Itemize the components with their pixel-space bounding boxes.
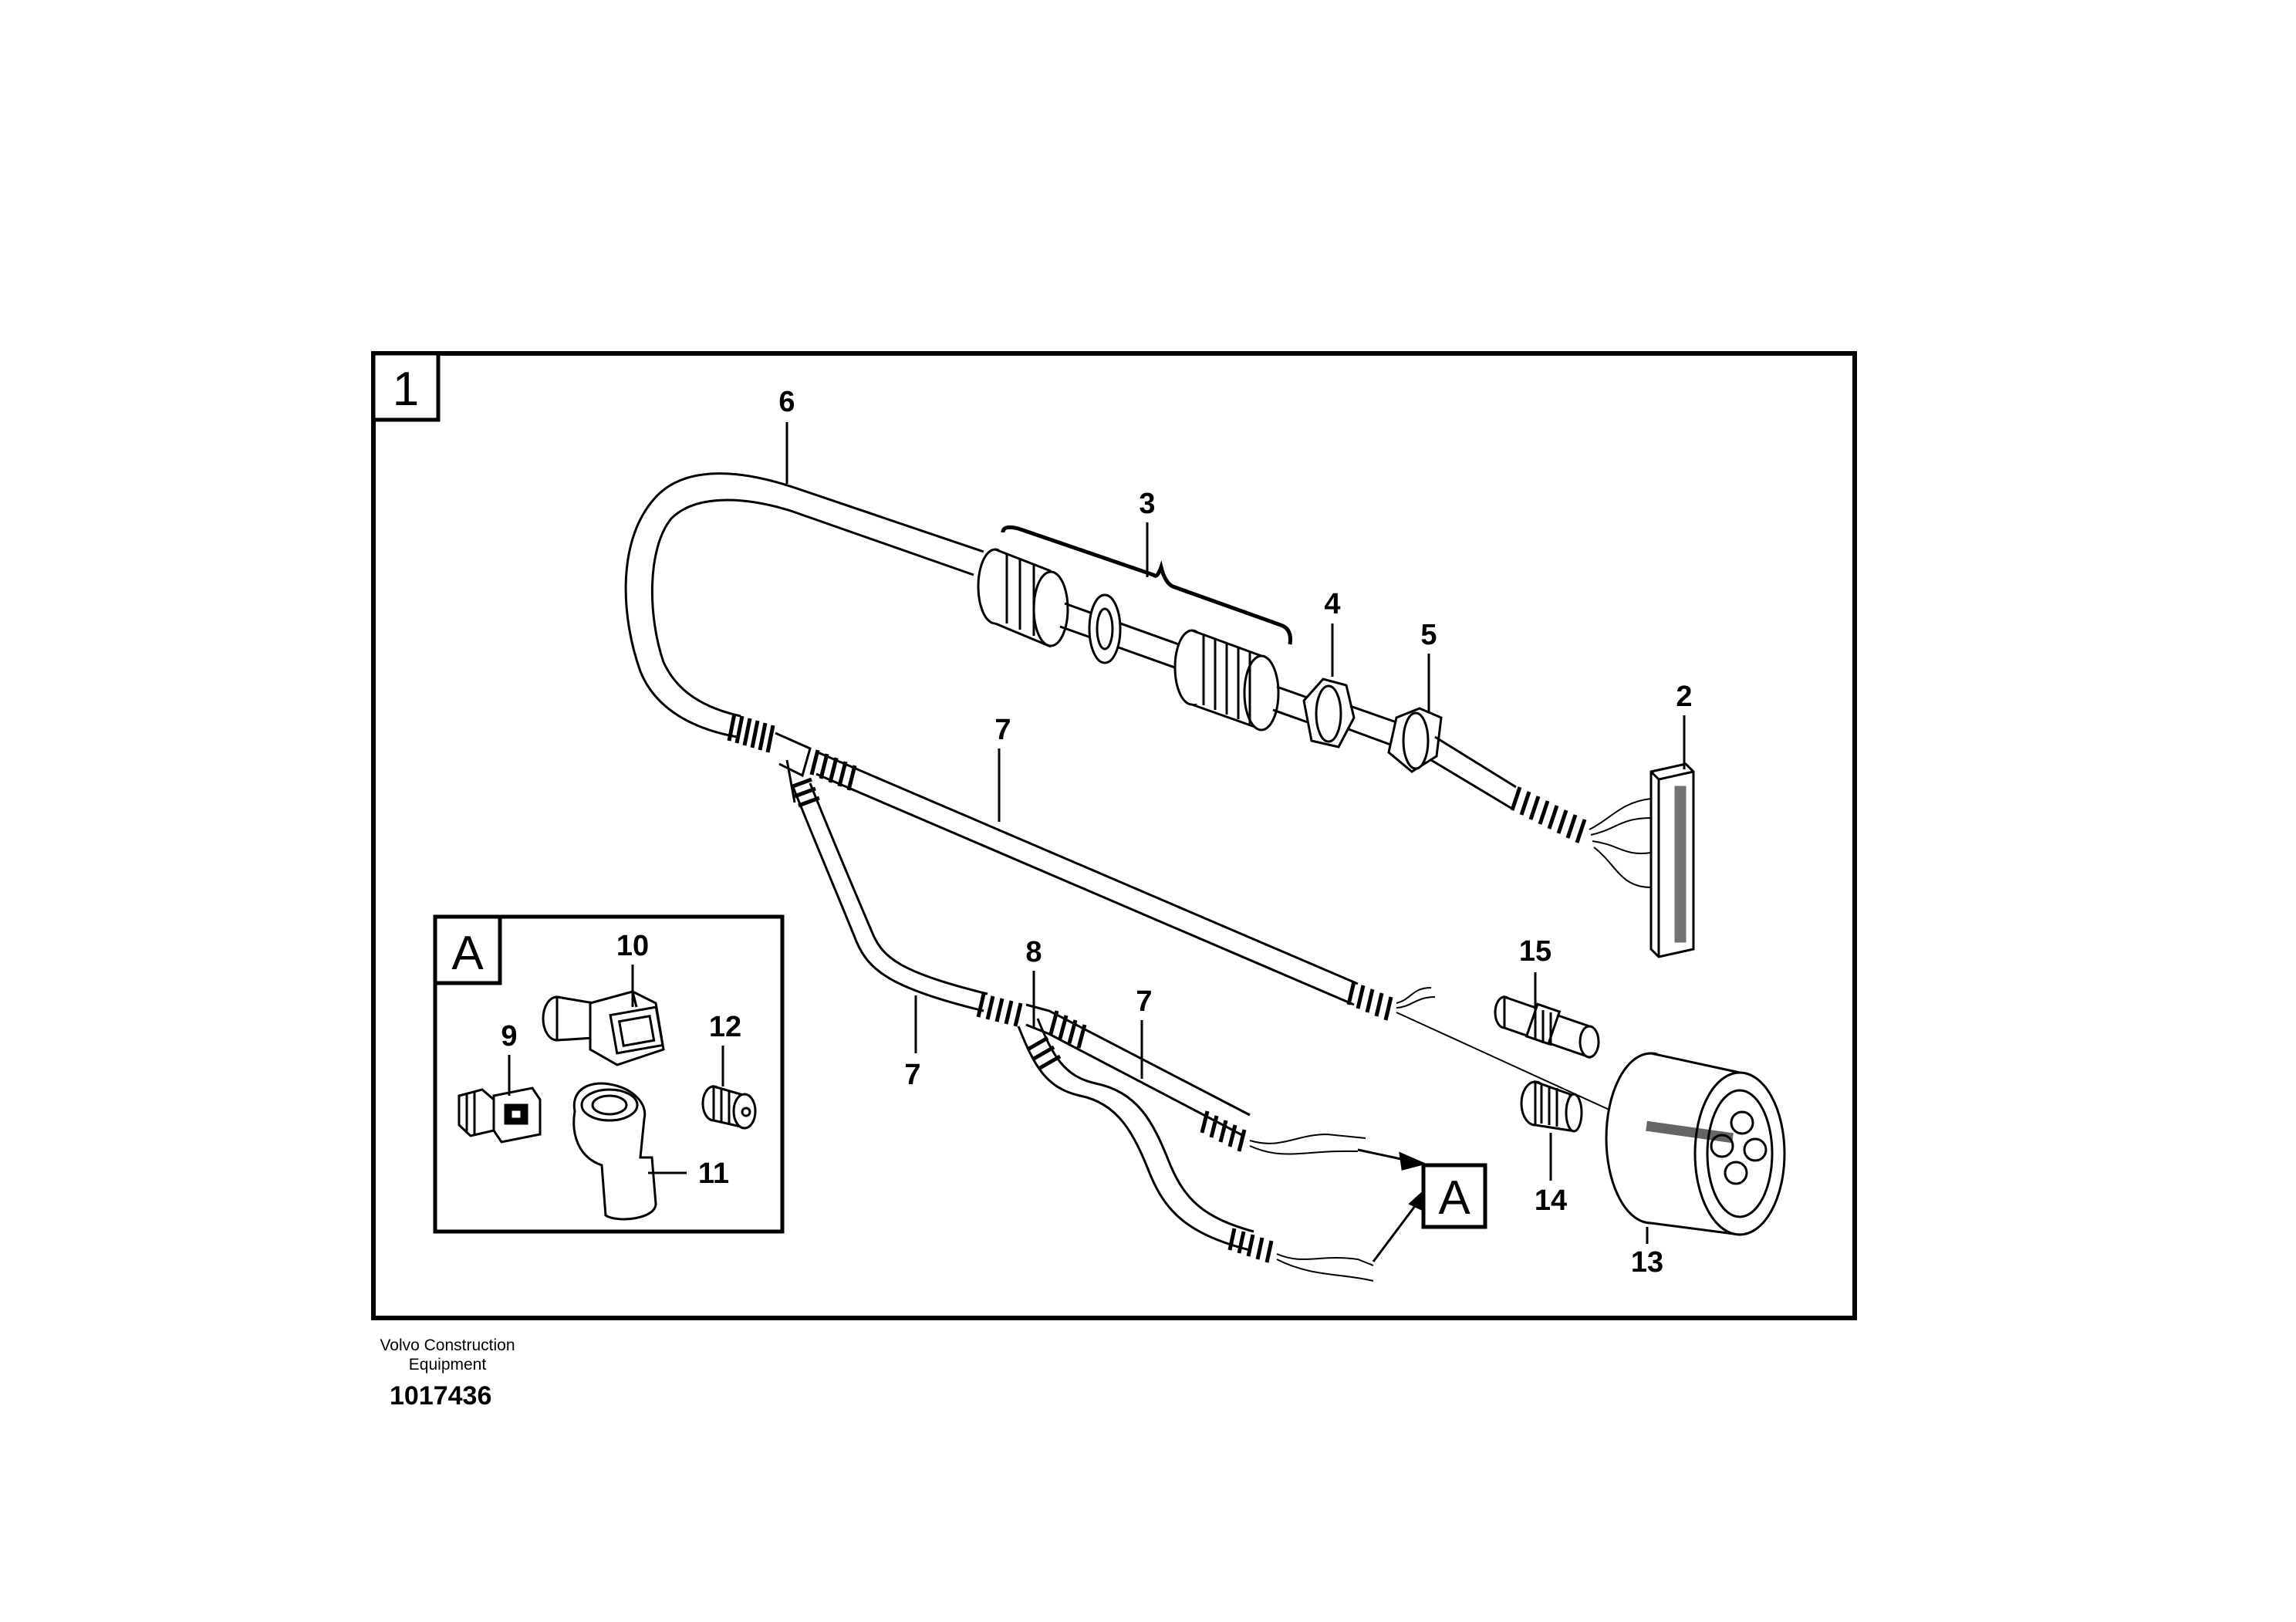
company-name-line2: Equipment	[408, 1356, 487, 1374]
spiral-sleeve-8-junction	[976, 993, 1023, 1027]
company-name-line1: Volvo Construction	[380, 1336, 515, 1354]
detail-ref-arrows	[1357, 1148, 1430, 1262]
spiral-sleeve-lower-end	[1227, 1228, 1274, 1263]
spiral-sleeve-8-upper-end	[1200, 1110, 1247, 1152]
connector-9	[458, 1086, 542, 1144]
callout-7-left: 7	[904, 1059, 920, 1091]
spiral-sleeve-branch-top	[790, 777, 820, 808]
callout-7-upper: 7	[994, 714, 1011, 746]
spiral-sleeve-junction	[727, 713, 775, 753]
cable-7-upper	[815, 751, 1359, 1006]
plug-14	[1520, 1080, 1583, 1133]
wires-to-connector-2	[1589, 798, 1652, 888]
spiral-sleeve-2	[1510, 786, 1587, 843]
cable-6	[624, 472, 984, 738]
callout-4: 4	[1324, 588, 1340, 620]
callout-11: 11	[698, 1157, 729, 1190]
callout-12: 12	[709, 1011, 741, 1043]
wires-8-upper	[1249, 1133, 1366, 1155]
callout-3: 3	[1139, 488, 1155, 520]
spiral-sleeve-7-start	[809, 749, 857, 791]
threaded-body-3	[1173, 629, 1280, 732]
y-junction	[775, 732, 812, 803]
callout-6: 6	[778, 386, 795, 418]
connector-housing-13	[1605, 1052, 1786, 1236]
nut-4	[1302, 678, 1356, 748]
grommet-12	[701, 1085, 757, 1130]
connector-2	[1649, 762, 1695, 958]
gland-nut-3	[977, 548, 1069, 648]
detail-ref-tag: A	[1438, 1171, 1470, 1225]
callout-14: 14	[1535, 1184, 1567, 1217]
washer-3	[1088, 593, 1122, 664]
drawing-number: 1017436	[390, 1381, 492, 1411]
nut-5	[1387, 707, 1443, 773]
callout-labels: 6 3 4 5 2 7 8 7 7 15 14 13 10 12 9 11	[501, 386, 1692, 1279]
detail-tag: A	[451, 927, 484, 980]
callout-13: 13	[1631, 1246, 1663, 1279]
main-frame	[371, 351, 1857, 1320]
cable-8-lower-branch	[1017, 1018, 1254, 1252]
cable-to-connector-2	[1430, 735, 1517, 810]
callout-9: 9	[501, 1020, 517, 1053]
leader-lines	[508, 422, 1686, 1244]
elbow-boot-11	[572, 1082, 657, 1221]
spiral-sleeve-8-upper	[1048, 1010, 1087, 1049]
detail-ref-box	[1421, 1163, 1487, 1229]
callout-5: 5	[1420, 619, 1437, 651]
callout-15: 15	[1519, 935, 1551, 968]
callout-10: 10	[616, 930, 649, 962]
sheet-tag-box	[371, 351, 441, 422]
cable-segment-4-5	[1348, 705, 1397, 747]
spiral-sleeve-lower-start	[1026, 1036, 1062, 1070]
callout-8: 8	[1025, 936, 1042, 968]
bracket-3	[1001, 525, 1292, 645]
cable-through-gland	[1059, 602, 1197, 675]
spiral-sleeve-7-end	[1346, 981, 1393, 1021]
wires-lower	[1276, 1253, 1374, 1282]
pin-15	[1494, 995, 1600, 1059]
detail-tag-box	[433, 914, 502, 985]
callout-7-right: 7	[1136, 985, 1152, 1018]
cable-7-lower-branch	[792, 782, 988, 1012]
connector-10	[542, 990, 665, 1066]
sheet-tag: 1	[393, 363, 419, 416]
callout-2: 2	[1676, 681, 1692, 713]
